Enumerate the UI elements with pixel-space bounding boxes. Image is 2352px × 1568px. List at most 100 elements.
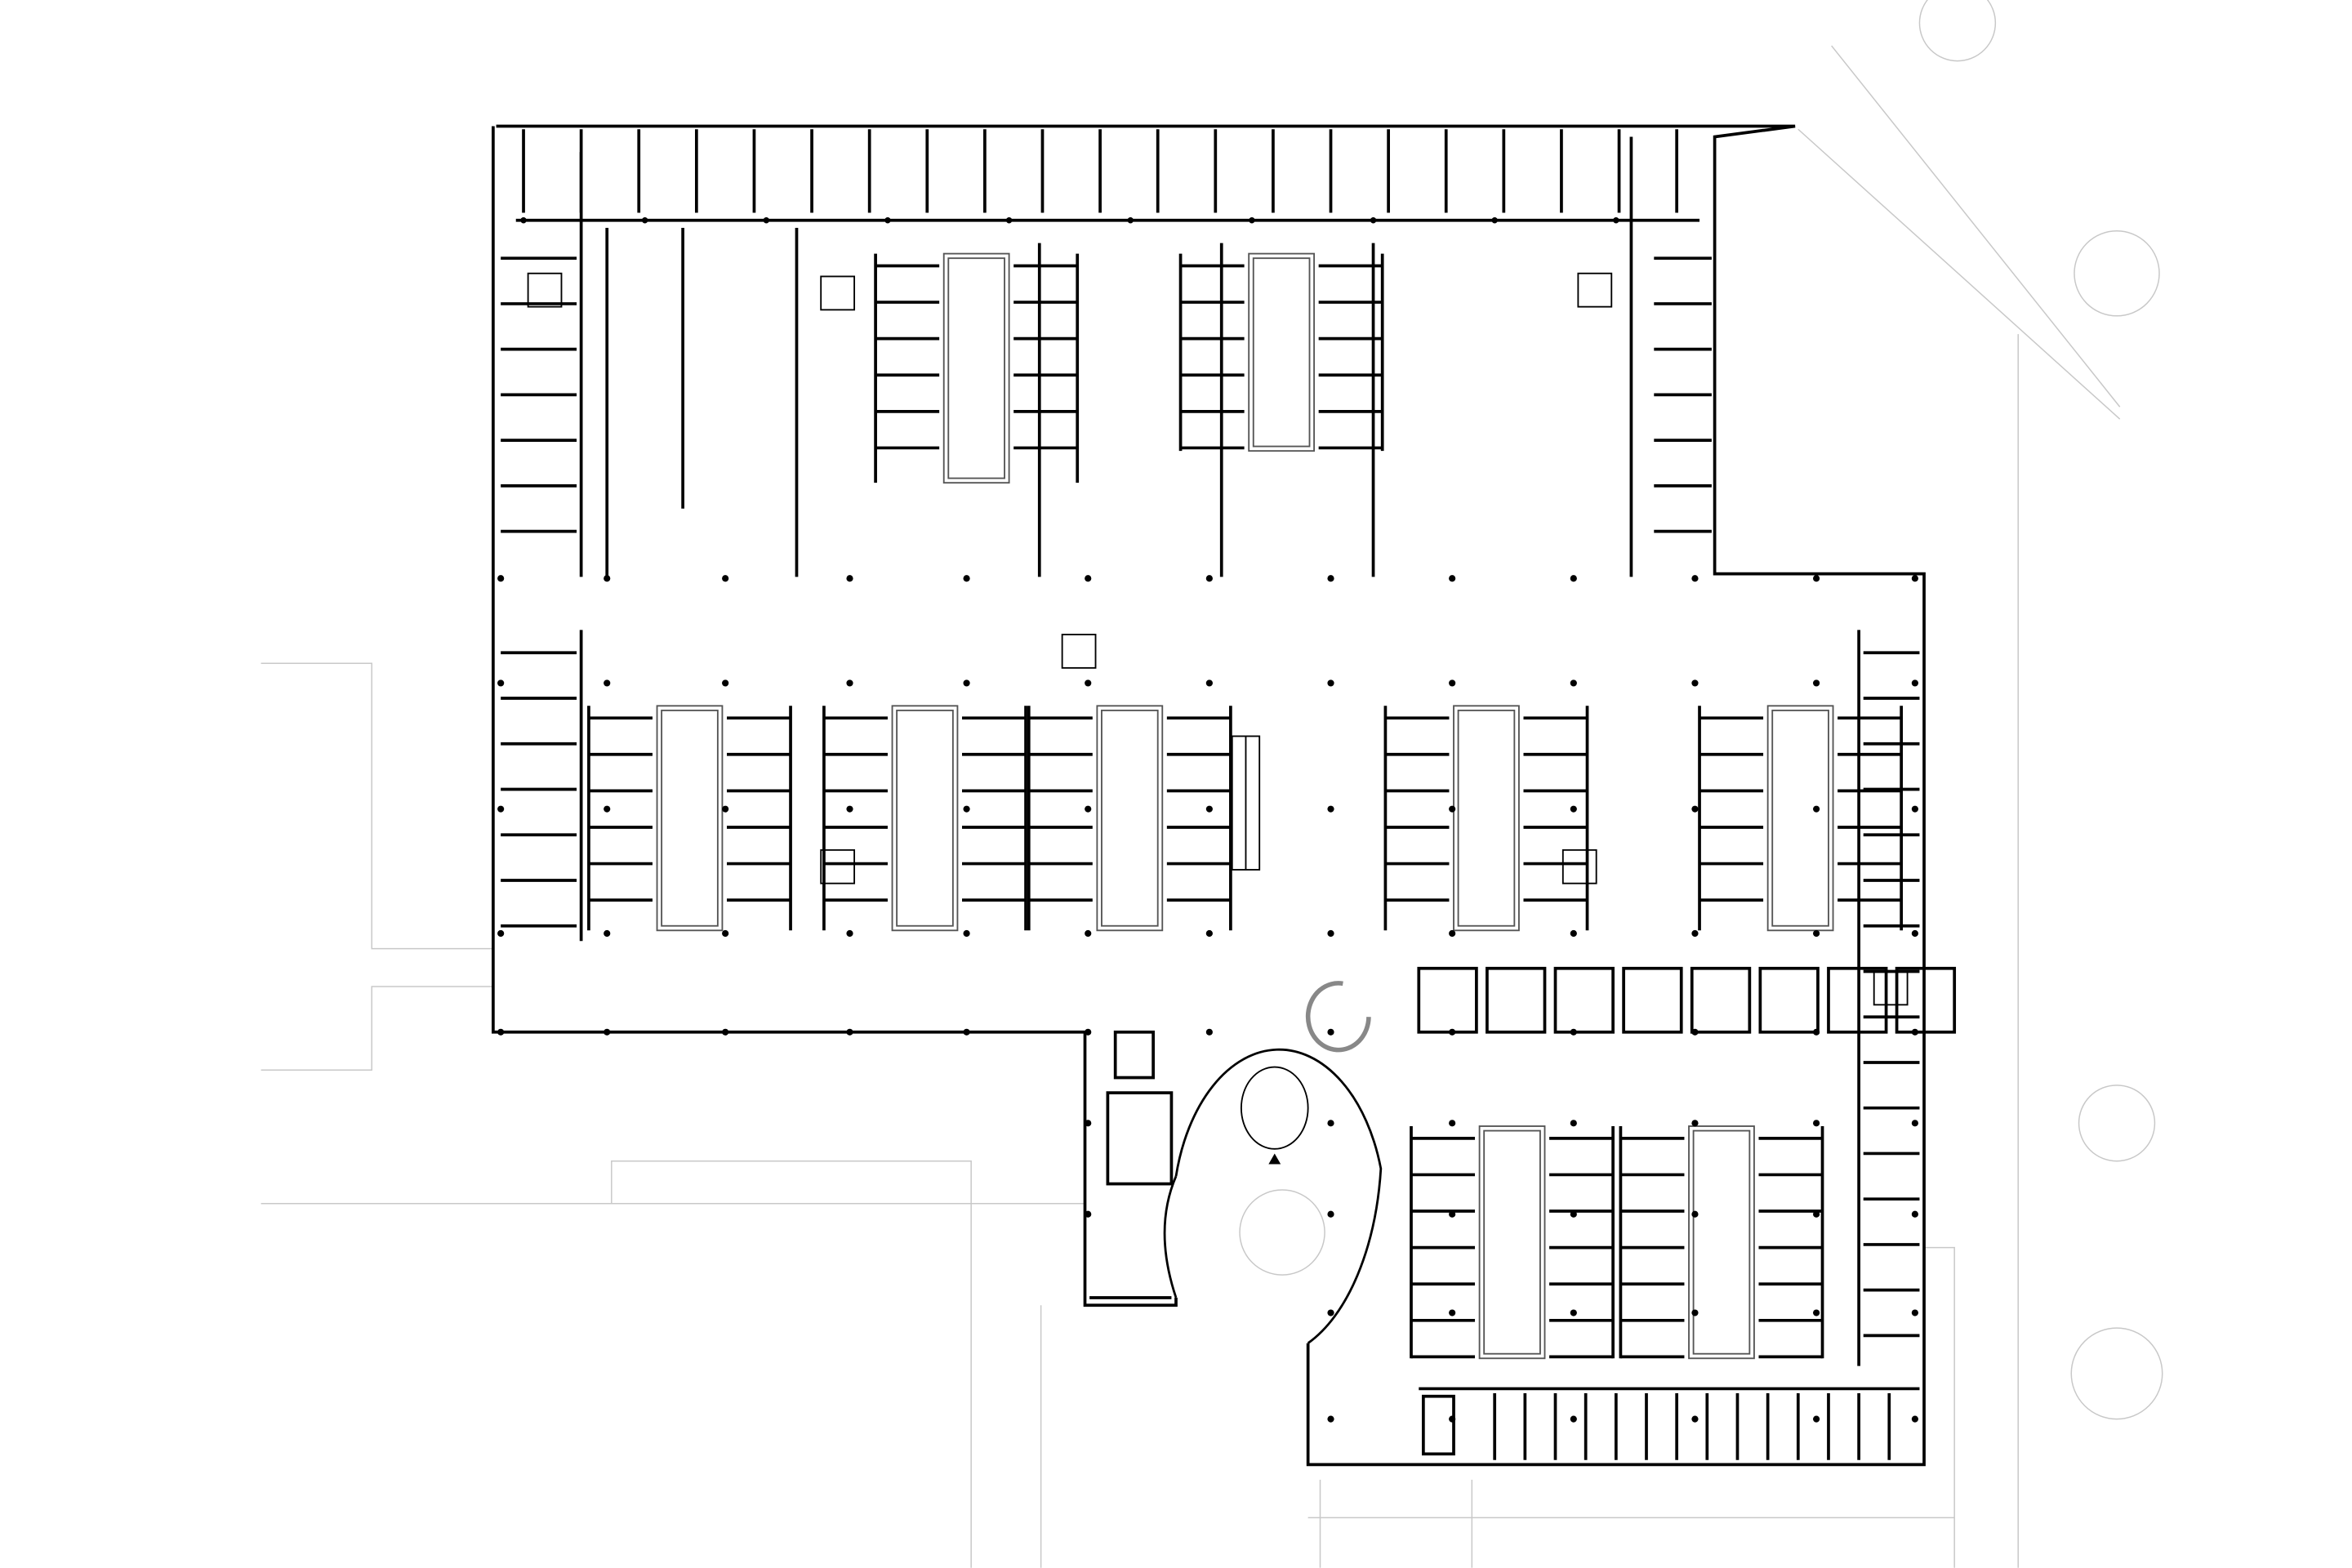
courtyard (656, 705, 724, 932)
courtyard-glazing (1692, 1129, 1751, 1355)
column (722, 575, 729, 582)
site-line-east-lower (1924, 1246, 1955, 1568)
column (1691, 575, 1699, 582)
column (722, 805, 729, 813)
room (1417, 966, 1478, 1034)
courtyard (1688, 1125, 1755, 1360)
column (1449, 1028, 1456, 1036)
reception-desk (1305, 981, 1371, 1053)
stair-icon (1577, 272, 1613, 308)
column (1911, 1309, 1918, 1316)
column (846, 805, 853, 813)
column (722, 679, 729, 687)
neighbor-building-west-lower (261, 986, 493, 1071)
courtyard-glazing (947, 257, 1005, 479)
column (1205, 929, 1213, 938)
column (1813, 575, 1820, 582)
tree (2070, 1327, 2163, 1420)
street-edge-2 (1797, 128, 2121, 420)
entrance-arrow-icon (1268, 1153, 1281, 1165)
column (497, 929, 505, 938)
column (763, 217, 770, 224)
column (722, 929, 729, 938)
column (1085, 575, 1092, 582)
column (1205, 805, 1213, 813)
column (1570, 929, 1577, 938)
column (1691, 679, 1699, 687)
column (1813, 1210, 1820, 1218)
column (1570, 679, 1577, 687)
courtyard (1248, 252, 1316, 452)
column (1491, 217, 1498, 224)
column (1691, 1415, 1699, 1423)
courtyard (891, 705, 959, 932)
room (1622, 966, 1683, 1034)
column (497, 575, 505, 582)
courtyard-glazing (1457, 709, 1516, 927)
column (1449, 805, 1456, 813)
column (1449, 1415, 1456, 1423)
column (1085, 929, 1092, 938)
column (604, 805, 611, 813)
column (1449, 679, 1456, 687)
room (1106, 1091, 1174, 1186)
stair-icon (1422, 1394, 1455, 1456)
column (1570, 1309, 1577, 1316)
column (1205, 679, 1213, 687)
curved-entrance-facade (1174, 1048, 1383, 1344)
courtyard-glazing (1771, 709, 1829, 927)
column (641, 217, 648, 224)
column (1691, 929, 1699, 938)
room (1758, 966, 1820, 1034)
column (604, 679, 611, 687)
courtyard-glazing (896, 709, 954, 927)
column (1813, 805, 1820, 813)
stair-icon (1561, 849, 1597, 884)
column (1911, 1028, 1918, 1036)
tree (2074, 229, 2160, 317)
tree (2078, 1085, 2156, 1162)
stair-icon (820, 275, 856, 311)
column (1327, 1415, 1334, 1423)
column (846, 575, 853, 582)
room (1486, 966, 1547, 1034)
stair-icon (1061, 634, 1097, 669)
column (1613, 217, 1619, 224)
courtyard (1453, 705, 1520, 932)
column (1911, 575, 1918, 582)
column (1691, 1309, 1699, 1316)
column (1085, 679, 1092, 687)
courtyard-glazing (1101, 709, 1159, 927)
column (963, 805, 970, 813)
neighbor-building-west (261, 662, 493, 950)
column (1570, 1210, 1577, 1218)
column (963, 929, 970, 938)
column (846, 1028, 853, 1036)
column (722, 1028, 729, 1036)
column (1085, 1028, 1092, 1036)
courtyard-glazing (661, 709, 719, 927)
column (1327, 929, 1334, 938)
column (1449, 929, 1456, 938)
stair-icon (1113, 1030, 1155, 1080)
column (963, 575, 970, 582)
stair-icon (820, 849, 856, 884)
column (1085, 1120, 1092, 1127)
column (1691, 1120, 1699, 1127)
column (1691, 805, 1699, 813)
column (520, 217, 527, 224)
column (1911, 1120, 1918, 1127)
tree (1918, 0, 1997, 62)
room (1895, 966, 1957, 1034)
column (1327, 1210, 1334, 1218)
column (1449, 1120, 1456, 1127)
courtyard-glazing (1483, 1129, 1541, 1355)
column (1327, 679, 1334, 687)
courtyard-glazing (1252, 257, 1311, 448)
courtyard (942, 252, 1010, 484)
column (1449, 1210, 1456, 1218)
courtyard (1766, 705, 1834, 932)
neighbor-building-south (611, 1160, 972, 1568)
column (1449, 575, 1456, 582)
